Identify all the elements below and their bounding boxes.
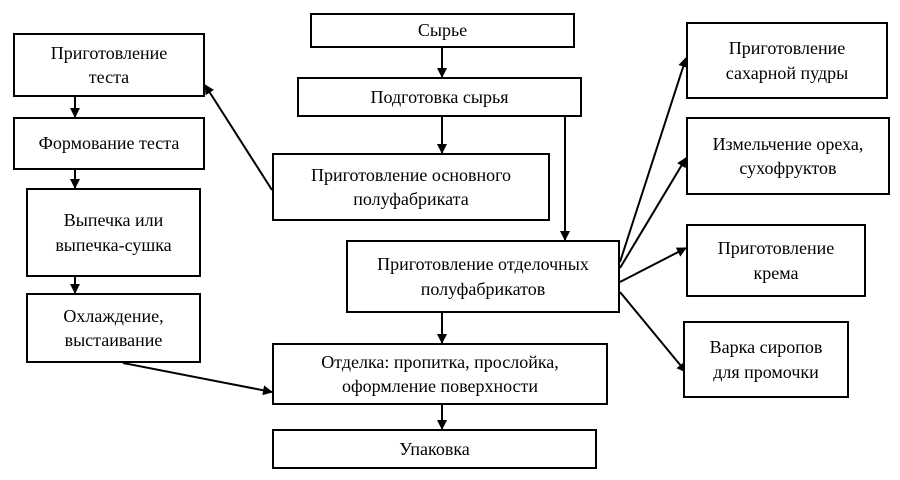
node-dough-label: Приготовление теста [50, 42, 168, 87]
arrow-finishing-to-cream [619, 247, 687, 283]
node-finish: Отделка: пропитка, прослойка, оформление… [272, 343, 608, 405]
node-main-semi: Приготовление основного полуфабриката [272, 153, 550, 221]
node-syrup-label: Варка сиропов для промочки [709, 337, 823, 382]
node-pack: Упаковка [272, 429, 597, 469]
node-finish-label: Отделка: пропитка, прослойка, оформление… [321, 351, 559, 396]
arrow-finishing-to-syrup [619, 291, 687, 373]
node-finishing-semi: Приготовление отделочных полуфабрикатов [346, 240, 620, 313]
node-cooling-label: Охлаждение, выстаивание [63, 305, 164, 350]
node-raw: Сырье [310, 13, 575, 48]
arrow-finishing-to-nuts [619, 157, 687, 269]
node-dough: Приготовление теста [13, 33, 205, 97]
node-cream-label: Приготовление крема [717, 238, 835, 283]
node-nuts: Измельчение ореха, сухофруктов [686, 117, 890, 195]
node-forming: Формование теста [13, 117, 205, 170]
node-forming-label: Формование теста [38, 133, 180, 154]
arrow-finishing-to-sugar [619, 57, 688, 263]
node-sugar-label: Приготовление сахарной пудры [725, 38, 849, 83]
arrow-main-to-dough [204, 84, 273, 191]
node-pack-label: Упаковка [399, 438, 470, 459]
node-raw-label: Сырье [417, 20, 468, 41]
node-baking: Выпечка или выпечка-сушка [26, 188, 201, 277]
node-prep-raw-label: Подготовка сырья [370, 86, 509, 107]
arrow-cooling-to-finish [122, 362, 273, 396]
node-prep-raw: Подготовка сырья [297, 77, 582, 117]
node-cooling: Охлаждение, выстаивание [26, 293, 201, 363]
node-cream: Приготовление крема [686, 224, 866, 297]
node-syrup: Варка сиропов для промочки [683, 321, 849, 398]
node-baking-label: Выпечка или выпечка-сушка [55, 210, 172, 255]
node-nuts-label: Измельчение ореха, сухофруктов [712, 133, 864, 178]
node-sugar: Приготовление сахарной пудры [686, 22, 888, 99]
node-finishing-semi-label: Приготовление отделочных полуфабрикатов [377, 254, 589, 299]
node-main-semi-label: Приготовление основного полуфабриката [310, 164, 512, 209]
